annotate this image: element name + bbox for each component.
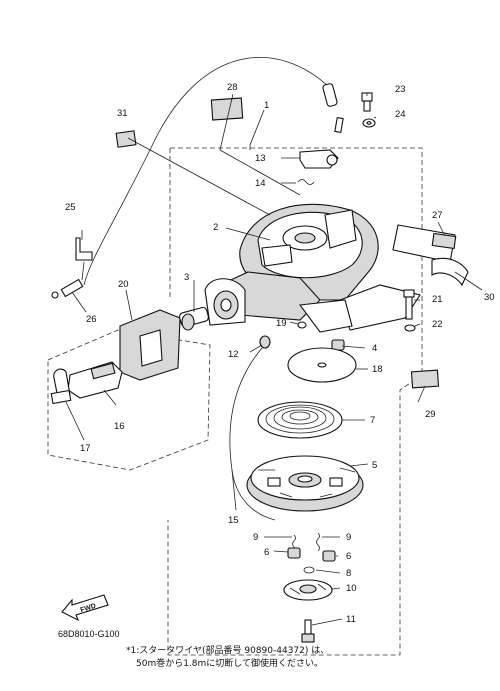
callout-27: 27: [432, 210, 443, 221]
callout-10: 10: [346, 583, 357, 594]
decal-strip: [392, 224, 469, 287]
callout-15: 15: [228, 515, 239, 526]
callout-19: 19: [276, 318, 287, 329]
callout-21: 21: [432, 294, 443, 305]
pawl-left: [287, 547, 301, 559]
rope-guide-nut: [259, 335, 271, 349]
assembly-boundary-dashed: [47, 147, 423, 656]
pawl-spring-right: [316, 532, 320, 552]
label-27: [431, 232, 457, 250]
callout-18: 18: [372, 364, 383, 375]
callout-7: 7: [370, 415, 375, 426]
drawing-id: 68D8010-G100: [58, 629, 120, 639]
label-28: [210, 97, 244, 121]
callout-6b: 6: [346, 551, 351, 562]
callout-23: 23: [395, 84, 406, 95]
callout-16: 16: [114, 421, 125, 432]
washer-side: [404, 324, 416, 332]
callout-9a: 9: [253, 532, 258, 543]
rope-guide-bushing: [179, 306, 209, 331]
drive-plate: [283, 579, 333, 601]
callout-25: 25: [65, 202, 76, 213]
callout-26: 26: [86, 314, 97, 325]
center-bolt: [301, 619, 315, 643]
starter-handle: [50, 361, 123, 405]
callout-13: 13: [255, 153, 266, 164]
washer-top: [362, 118, 376, 128]
callout-12: 12: [228, 349, 239, 360]
small-nut: [297, 321, 307, 329]
callout-1: 1: [264, 100, 269, 111]
callout-2: 2: [213, 222, 218, 233]
callout-4: 4: [372, 343, 377, 354]
starter-rope: [229, 347, 276, 521]
label-31: [115, 130, 137, 148]
callout-31: 31: [117, 108, 128, 119]
note-line-2: 50m巻から1.8mに切断して御使用ください。: [136, 657, 323, 669]
callout-29: 29: [425, 409, 436, 420]
small-spring: [297, 179, 315, 185]
callout-17: 17: [80, 443, 91, 454]
note-line-1: *1:スタータワイヤ(部品番号 90890-44372) は、: [126, 644, 329, 656]
retainer-clip: [303, 566, 315, 574]
callout-20: 20: [118, 279, 129, 290]
starter-housing: [204, 203, 421, 333]
wire-end: [51, 261, 85, 299]
leader-lines: [65, 93, 483, 626]
rope-guide-grommet: [119, 309, 181, 381]
spiral-spring: [257, 401, 343, 439]
sheave-drum: [246, 455, 364, 512]
callout-9b: 9: [346, 532, 351, 543]
callout-22: 22: [432, 319, 443, 330]
callout-labels: 1 2 3 4 5 6 6 7 8 9 9 10 11 12 13 14 15 …: [65, 82, 495, 625]
lever-assembly: [299, 116, 344, 169]
callout-28: 28: [227, 82, 238, 93]
callout-14: 14: [255, 178, 266, 189]
callout-11: 11: [346, 614, 356, 625]
bolt-side: [403, 289, 415, 320]
starter-rope-wire: [83, 57, 338, 286]
forward-label: FWD: [80, 603, 97, 615]
callout-30: 30: [484, 292, 495, 303]
callout-24: 24: [395, 109, 406, 120]
callout-3: 3: [184, 272, 189, 283]
callout-6a: 6: [264, 547, 269, 558]
callout-5: 5: [372, 460, 377, 471]
label-29: [410, 369, 440, 389]
spring-plate: [287, 347, 357, 383]
wire-bracket: [75, 237, 93, 261]
forward-arrow-icon: FWD: [61, 594, 109, 622]
pawl-right: [322, 550, 336, 562]
callout-8: 8: [346, 568, 351, 579]
